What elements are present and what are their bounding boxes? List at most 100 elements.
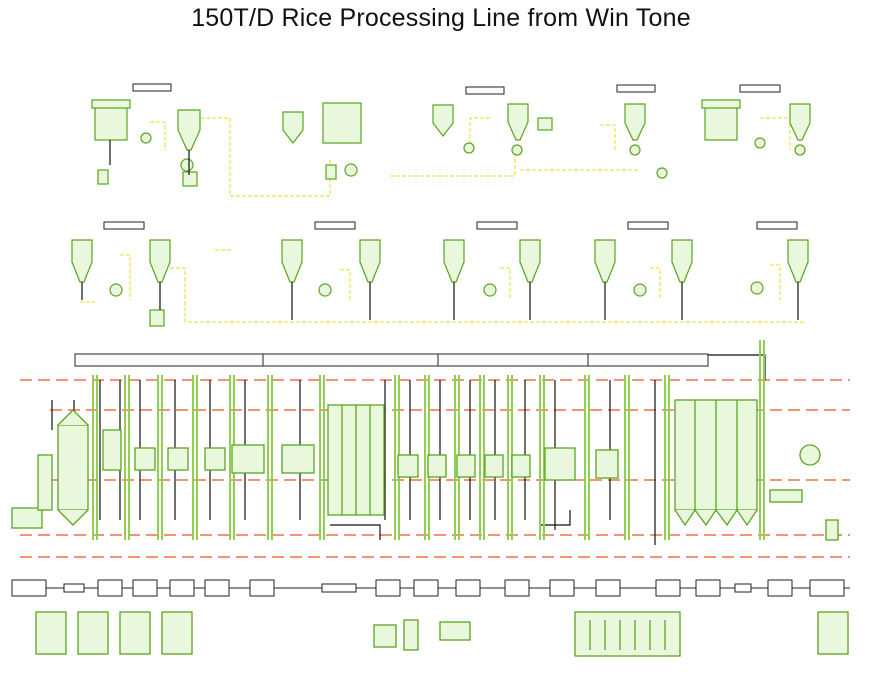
polisher (511, 454, 531, 478)
header-box (74, 353, 264, 367)
control-cabinet (119, 611, 151, 655)
conveyor-box (204, 579, 230, 597)
cyclone (624, 103, 646, 141)
main-equipment (11, 399, 839, 541)
conveyor-box (455, 579, 481, 597)
cyclone (443, 239, 465, 283)
hopper (432, 104, 454, 137)
top-equipment (91, 99, 811, 187)
tempering-bins-divider (341, 405, 371, 515)
control-cabinet (77, 611, 109, 655)
diagram-title: 150T/D Rice Processing Line from Win Ton… (191, 4, 691, 32)
air-ducts (80, 117, 805, 323)
cyclone (789, 103, 811, 141)
control-cabinet (161, 611, 193, 655)
husker (167, 447, 189, 471)
fan (140, 132, 152, 144)
conveyor-box (321, 583, 357, 593)
fan (511, 144, 523, 156)
fan (794, 144, 806, 156)
fan (318, 283, 332, 297)
paddy-silo-top (57, 409, 89, 426)
color-sorter (595, 449, 619, 479)
middle-cyclones (71, 239, 809, 327)
separator (204, 447, 226, 471)
whitener (281, 444, 315, 474)
top-label-boxes (103, 83, 798, 230)
operation-panel (574, 611, 681, 657)
polisher (427, 454, 447, 478)
cyclone (507, 103, 529, 141)
dryer (439, 621, 471, 641)
conveyor-box (97, 579, 123, 597)
bag-filter (94, 104, 128, 141)
air-compressor (373, 624, 397, 648)
bag-filter-base (97, 169, 109, 185)
conveyor-box (695, 579, 721, 597)
polisher (456, 454, 476, 478)
silo-box (322, 102, 362, 144)
control-cabinets (35, 611, 849, 657)
conveyor-box (132, 579, 158, 597)
label-box (314, 221, 356, 230)
airlock (537, 117, 553, 131)
fan (656, 167, 668, 179)
whitener (397, 454, 419, 478)
conveyor-box (767, 579, 793, 597)
label-box (132, 83, 172, 92)
fan (463, 142, 475, 154)
air-tank (403, 619, 419, 651)
fan (633, 283, 647, 297)
label-box (465, 86, 505, 95)
conveyor-box (63, 583, 85, 593)
fan-base (182, 171, 198, 187)
cleaner (102, 429, 122, 471)
bag-filter (704, 104, 738, 141)
pre-cleaner (37, 454, 53, 511)
cyclone (149, 239, 171, 283)
conveyor-box (549, 579, 575, 597)
paddy-separator (231, 444, 265, 474)
conveyor-box (11, 579, 47, 597)
fan (109, 283, 123, 297)
cyclone (359, 239, 381, 283)
label-box (627, 221, 669, 230)
header-box (262, 353, 439, 367)
process-header (74, 353, 709, 367)
fan-base (325, 164, 337, 180)
cyclone (787, 239, 809, 283)
fan (483, 283, 497, 297)
hopper (282, 111, 304, 144)
fan (629, 144, 641, 156)
paddy-silo-bottom (57, 509, 89, 526)
header-box (437, 353, 589, 367)
conveyor-box (655, 579, 681, 597)
conveyor-box (809, 579, 845, 597)
fan (754, 137, 766, 149)
cyclone (594, 239, 616, 283)
cyclone (71, 239, 93, 283)
control-cabinet (35, 611, 67, 655)
cyclone (671, 239, 693, 283)
label-box (616, 84, 656, 93)
intake-pit (11, 507, 43, 529)
conveyor-box (413, 579, 439, 597)
conveyor-box (249, 579, 275, 597)
fan (344, 163, 358, 177)
rice-grader (544, 447, 576, 481)
fan (180, 158, 194, 172)
bag-filter-top (91, 99, 131, 109)
fan (750, 281, 764, 295)
packing-scale (769, 489, 803, 503)
label-box (476, 221, 518, 230)
bag-filter-top (701, 99, 741, 109)
cyclone (281, 239, 303, 283)
mixer-drum (799, 444, 821, 466)
conveyor-box (375, 579, 401, 597)
finished-silos-bottom (674, 508, 758, 527)
header-box (587, 353, 709, 367)
cyclone (519, 239, 541, 283)
packing-machine (825, 519, 839, 541)
control-cabinet (817, 611, 849, 655)
